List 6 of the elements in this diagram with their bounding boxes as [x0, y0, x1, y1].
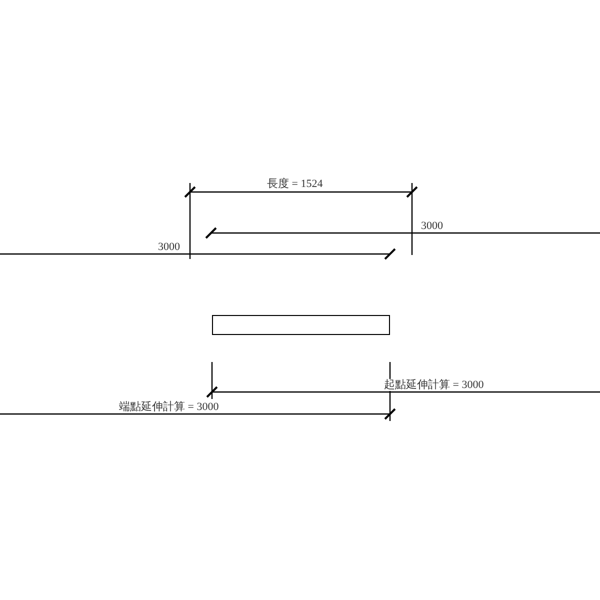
rectangle-outline: [212, 315, 390, 335]
dimension-text: 3000: [158, 241, 180, 253]
dimension-text: 端點延伸計算 = 3000: [119, 401, 219, 413]
dimension-text: 長度 = 1524: [267, 178, 323, 190]
dimension-text: 起點延伸計算 = 3000: [384, 379, 484, 391]
dimension-text: 3000: [421, 220, 443, 232]
